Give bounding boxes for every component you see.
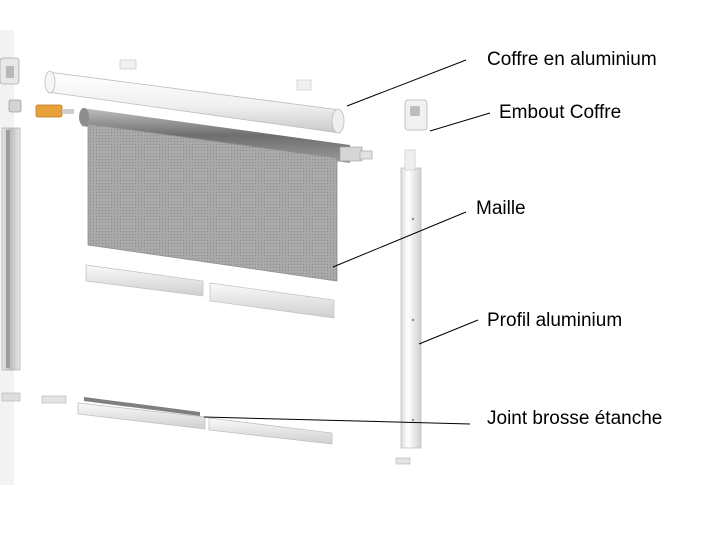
bottom-rails xyxy=(77,397,333,445)
roller-tube xyxy=(79,108,373,163)
coffre-cassette xyxy=(44,59,345,134)
mesh-screen xyxy=(87,123,338,282)
label-coffre-en-aluminium: Coffre en aluminium xyxy=(487,49,657,70)
label-profil-aluminium: Profil aluminium xyxy=(487,310,623,331)
leader-embout xyxy=(429,112,491,132)
spring-component xyxy=(35,104,74,118)
label-maille: Maille xyxy=(476,198,526,219)
label-joint-brosse-etanche: Joint brosse étanche xyxy=(487,408,663,429)
leader-lines xyxy=(203,59,491,425)
leader-joint xyxy=(203,416,471,425)
leader-profil xyxy=(418,319,479,345)
embout-coffre-part xyxy=(404,99,428,131)
left-end-cap xyxy=(0,57,22,113)
label-embout-coffre: Embout Coffre xyxy=(499,102,622,123)
left-side-profile xyxy=(1,127,21,371)
middle-rails xyxy=(85,264,335,319)
right-vertical-profile xyxy=(395,149,422,465)
leader-coffre xyxy=(346,59,467,107)
left-bottom-clips xyxy=(1,392,67,404)
leader-maille xyxy=(332,211,467,268)
